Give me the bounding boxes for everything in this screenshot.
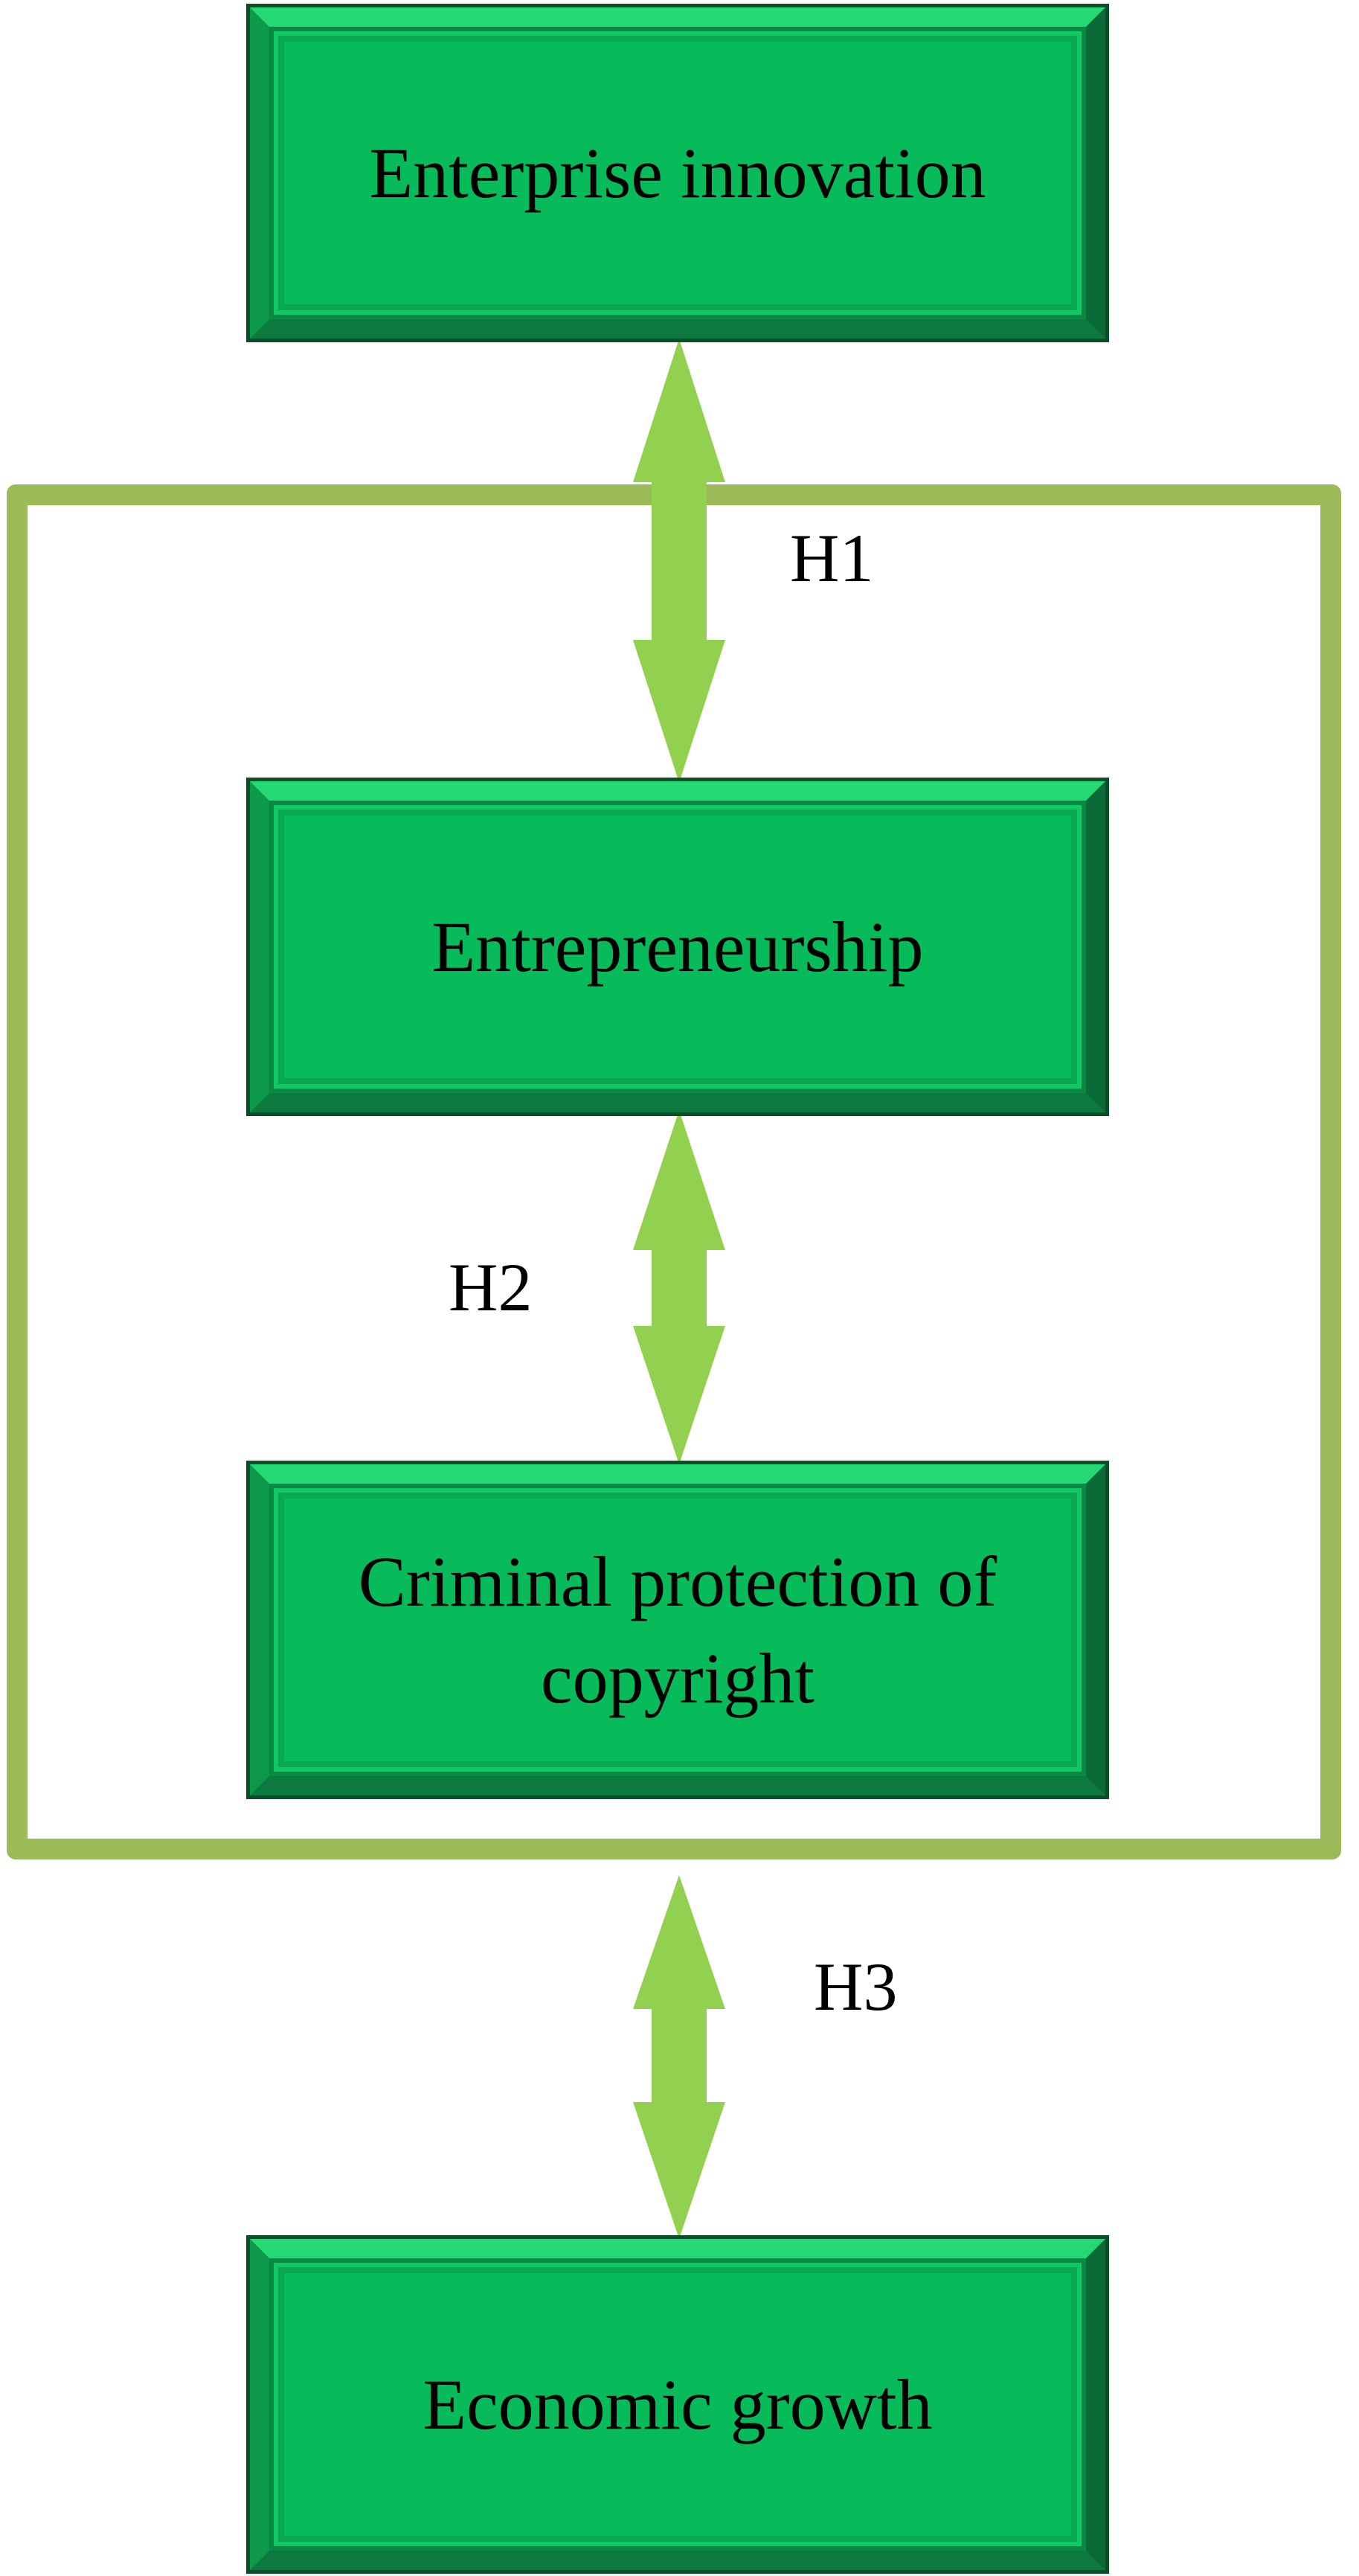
node-label: Enterprise innovation <box>369 132 986 213</box>
arrow-h2-double-headed-icon <box>633 1110 725 1464</box>
node-label: Economic growth <box>423 2364 933 2444</box>
arrow-h1-double-headed-icon <box>633 339 725 783</box>
node-economic-growth: Economic growth <box>250 2239 1105 2570</box>
node-entrepreneurship: Entrepreneurship <box>250 781 1105 1112</box>
node-criminal-protection-of-copyright: Criminal protection of copyright <box>250 1464 1105 1795</box>
node-enterprise-innovation: Enterprise innovation <box>250 7 1105 339</box>
arrow-h3-double-headed-icon <box>633 1875 725 2239</box>
hypothesis-label-h2: H2 <box>449 1249 533 1325</box>
node-label: Entrepreneurship <box>431 906 924 987</box>
hypothesis-label-h1: H1 <box>790 520 874 596</box>
node-label: Criminal protection of copyright <box>358 1541 997 1718</box>
hypothesis-label-h3: H3 <box>814 1949 898 2025</box>
